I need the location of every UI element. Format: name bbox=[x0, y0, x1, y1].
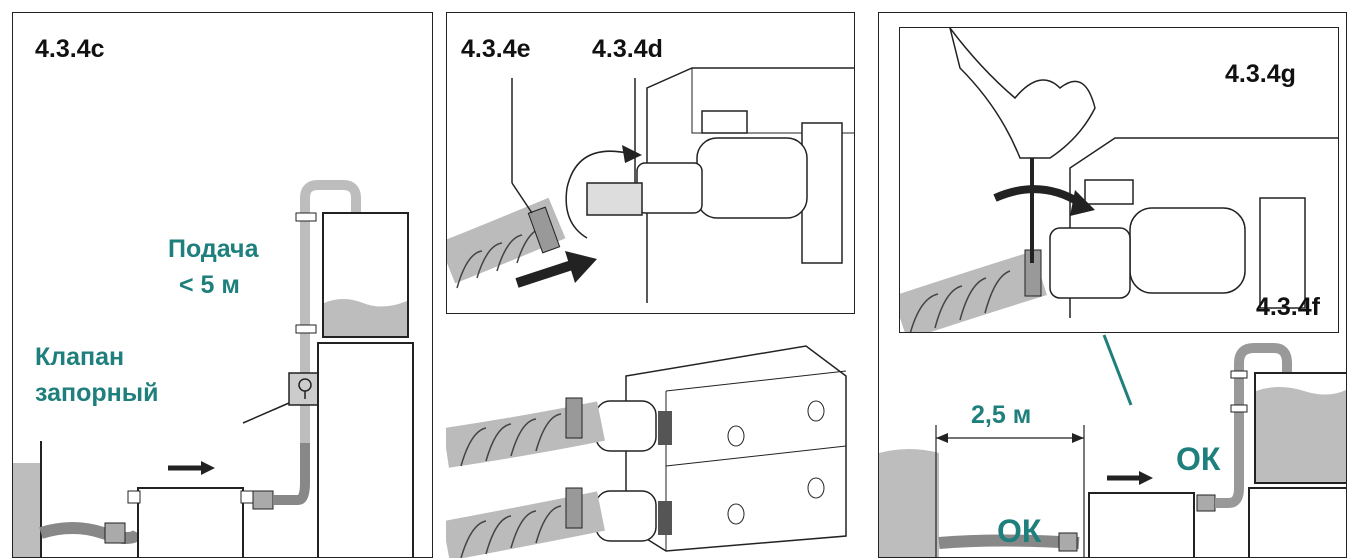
pump-supply-illustration bbox=[13, 180, 414, 557]
push-arrow-head bbox=[565, 251, 597, 283]
pump-body bbox=[137, 487, 244, 557]
ok-label-top: ОК bbox=[1176, 441, 1221, 477]
upper-valve-handle bbox=[658, 411, 672, 445]
rotation-arrow bbox=[565, 150, 628, 239]
check-valve-body bbox=[288, 372, 322, 406]
supply-pipe-bend bbox=[300, 180, 361, 228]
lower-valve-handle bbox=[658, 501, 672, 535]
valve-handle bbox=[1084, 179, 1134, 205]
lower-hose-clamp bbox=[565, 487, 583, 529]
inlet-valve bbox=[1058, 532, 1078, 552]
ball-valve bbox=[1129, 207, 1246, 294]
flow-arrow-head bbox=[201, 461, 215, 475]
supply-limit: < 5 м bbox=[179, 271, 240, 299]
flow-arrow-head bbox=[1139, 471, 1153, 485]
figure-label-f: 4.3.4f bbox=[1256, 293, 1320, 321]
upper-hose bbox=[446, 401, 605, 468]
figure-label-g: 4.3.4g bbox=[1225, 60, 1296, 88]
valve-leader-line bbox=[242, 402, 290, 424]
push-arrow-shaft bbox=[515, 260, 574, 288]
lower-valve bbox=[595, 490, 657, 542]
hose bbox=[900, 251, 1047, 332]
left-tank-water bbox=[879, 449, 939, 557]
figure-label: 4.3.4c bbox=[35, 35, 105, 63]
lower-hose bbox=[446, 491, 605, 558]
outlet-valve bbox=[1196, 494, 1216, 512]
inlet-valve bbox=[104, 522, 126, 544]
installation-illustration bbox=[879, 334, 1346, 557]
upper-hose-clamp bbox=[565, 397, 583, 439]
pipe-bracket bbox=[295, 212, 317, 222]
panel-4-3-4c: 4.3.4c Подача < 5 м Клапан запорный bbox=[12, 12, 433, 558]
valve-label-line2: запорный bbox=[35, 379, 159, 407]
inset-4-3-4g: 4.3.4g bbox=[899, 27, 1339, 333]
valve-label-line1: Клапан bbox=[35, 343, 125, 371]
upper-tank-water bbox=[1256, 387, 1346, 482]
upper-valve bbox=[595, 400, 657, 452]
pump-body bbox=[1088, 492, 1195, 557]
left-tank-water bbox=[13, 463, 41, 557]
outlet-hose bbox=[273, 443, 310, 505]
ok-label-bottom: ОК bbox=[997, 513, 1042, 549]
outlet-valve bbox=[252, 490, 274, 510]
pipe-bracket bbox=[295, 324, 317, 334]
hose-clamp bbox=[527, 206, 561, 254]
supply-label: Подача bbox=[168, 235, 259, 263]
platform bbox=[1248, 487, 1346, 557]
platform bbox=[317, 342, 414, 557]
figure-label-e: 4.3.4e bbox=[461, 35, 531, 63]
pump-port bbox=[127, 490, 141, 504]
ball-valve bbox=[696, 137, 808, 219]
hose-connection-illustration bbox=[447, 67, 854, 313]
figure-label-d: 4.3.4d bbox=[592, 35, 663, 63]
inlet-hose bbox=[39, 522, 144, 544]
hand bbox=[949, 28, 1096, 159]
upper-tank-water bbox=[324, 299, 407, 336]
panel-4-3-4f-g: 4.3.4g 4.3.4f 2,5 м ОК ОК bbox=[878, 12, 1347, 558]
panel-4-3-4e-d: 4.3.4e 4.3.4d bbox=[446, 12, 855, 314]
valve-handle bbox=[701, 110, 748, 134]
outlet-hose bbox=[1215, 343, 1292, 508]
distance-label: 2,5 м bbox=[971, 401, 1032, 429]
hose-nozzle bbox=[586, 182, 643, 216]
callout-line bbox=[1102, 334, 1133, 406]
union-nut bbox=[1049, 227, 1131, 299]
pump-port bbox=[240, 490, 254, 504]
rotation-arrow bbox=[993, 185, 1083, 207]
dual-pump-illustration bbox=[446, 345, 847, 558]
union-nut bbox=[636, 162, 703, 214]
screwdriver-tightening-illustration bbox=[900, 28, 1338, 332]
